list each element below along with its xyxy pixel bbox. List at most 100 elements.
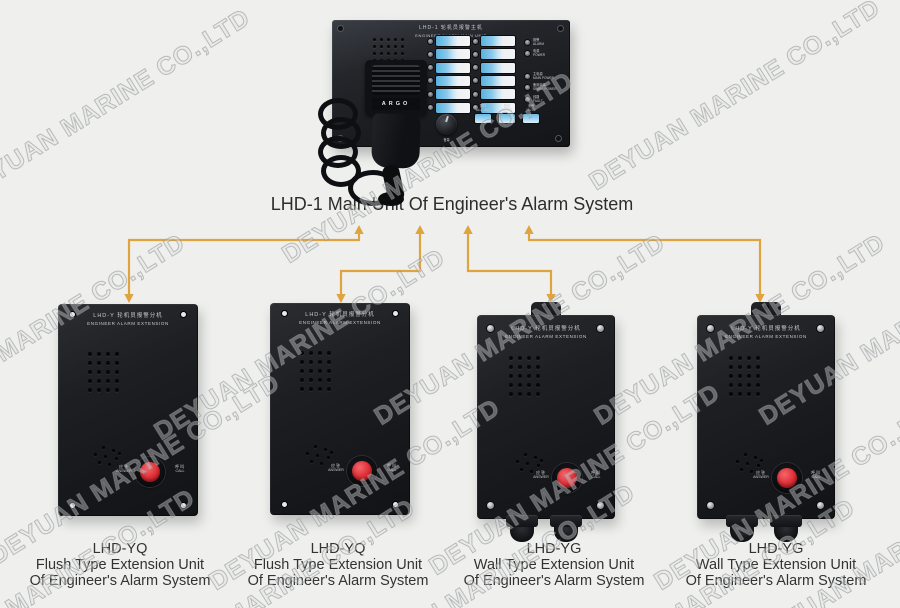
corner-screw: [282, 311, 287, 316]
indicator-led: [525, 40, 530, 46]
extension-unit-1: LHD-Y 轮机员报警分机 ENGINEER ALARM EXTENSION 应…: [58, 304, 198, 516]
corner-screw: [597, 325, 604, 332]
unit-title: LHD-Y 轮机员报警分机 ENGINEER ALARM EXTENSION: [58, 313, 198, 326]
call-button: [777, 468, 797, 488]
call-label: 呼叫 CALL: [175, 464, 185, 473]
panel-button: [475, 114, 491, 124]
unit-title-en: ENGINEER ALARM EXTENSION: [87, 320, 169, 326]
unit-caption-2: LHD-YQ Flush Type Extension Unit Of Engi…: [228, 541, 448, 589]
call-label: 呼叫 CALL: [591, 470, 601, 479]
corner-screw: [282, 502, 287, 507]
corner-screw: [487, 325, 494, 332]
microphone-holes: [515, 453, 545, 475]
corner-screw: [707, 502, 714, 509]
volume-knob-label: 音量: [443, 138, 450, 142]
microphone-holes: [305, 445, 335, 467]
window-led: [428, 65, 433, 71]
cable-gland: [550, 515, 582, 543]
alarm-label-window: [436, 49, 470, 60]
main-panel-title-cn: LHD-1 轮机员报警主机: [419, 25, 483, 31]
mic-cable-coil: [321, 155, 361, 187]
corner-screw: [393, 311, 398, 316]
alarm-label-window: [481, 102, 515, 113]
cable-gland: [506, 515, 538, 543]
alarm-window-grid: [332, 20, 570, 147]
connector-arrow-2: [339, 233, 422, 296]
window-led: [428, 105, 433, 110]
unit-title-cn: LHD-Y 轮机员报警分机: [305, 312, 375, 318]
alarm-label-window: [436, 75, 470, 86]
alarm-label-window: [436, 89, 470, 100]
indicator-led: [525, 74, 530, 80]
unit-caption-4: LHD-YG Wall Type Extension Unit Of Engin…: [666, 541, 886, 589]
extension-unit-4: LHD-Y 轮机员报警分机 ENGINEER ALARM EXTENSION 应…: [697, 302, 835, 542]
corner-screw: [707, 325, 714, 332]
panel-button: [499, 114, 515, 124]
alarm-label-window: [436, 62, 470, 73]
answer-label: 应答 ANSWER: [533, 470, 549, 479]
alarm-label-window: [436, 102, 470, 113]
call-button: [140, 462, 160, 482]
call-button: [557, 468, 577, 488]
unit-caption-1: LHD-YQ Flush Type Extension Unit Of Engi…: [10, 541, 230, 589]
unit-title-en: ENGINEER ALARM EXTENSION: [299, 319, 381, 325]
answer-label: 应答 ANSWER: [116, 464, 132, 473]
mic-body: [371, 113, 421, 169]
corner-screw: [817, 502, 824, 509]
unit-title-cn: LHD-Y 轮机员报警分机: [93, 313, 163, 319]
microphone-holes: [735, 453, 765, 475]
volume-knob: [436, 114, 457, 135]
arrowheads: [124, 225, 765, 303]
panel-screw: [556, 136, 561, 141]
answer-label: 应答 ANSWER: [328, 463, 344, 472]
corner-screw: [597, 502, 604, 509]
main-panel-title: LHD-1 轮机员报警主机 ENGINEER ALARM MAIN UNIT: [332, 25, 570, 38]
corner-screw: [181, 503, 186, 508]
extension-unit-2: LHD-Y 轮机员报警分机 ENGINEER ALARM EXTENSION 应…: [270, 303, 410, 515]
connector-arrow-4: [527, 233, 762, 296]
indicator-led: [525, 51, 530, 57]
corner-screw: [393, 502, 398, 507]
main-unit-panel: LHD-1 轮机员报警主机 ENGINEER ALARM MAIN UNIT 报…: [318, 20, 570, 206]
window-led: [428, 51, 433, 57]
unit-title-en: ENGINEER ALARM EXTENSION: [725, 333, 807, 339]
main-unit-caption: LHD-1 Main Unit Of Engineer's Alarm Syst…: [270, 194, 634, 214]
window-led: [473, 105, 478, 110]
unit-title-cn: LHD-Y 轮机员报警分机: [511, 326, 581, 332]
alarm-label-window: [481, 75, 515, 86]
microphone-holes: [93, 446, 123, 468]
window-led: [473, 78, 478, 84]
corner-screw: [70, 503, 75, 508]
mounting-tab: [531, 302, 561, 315]
unit-model: LHD-YQ: [310, 541, 366, 557]
alarm-label-window: [481, 89, 515, 100]
cable-gland: [726, 515, 758, 543]
alarm-label-window: [481, 62, 515, 73]
cable-gland: [770, 515, 802, 543]
indicator-led: [525, 97, 530, 103]
alarm-label-window: [481, 49, 515, 60]
call-label: 呼叫 CALL: [811, 470, 821, 479]
unit-title: LHD-Y 轮机员报警分机 ENGINEER ALARM EXTENSION: [270, 312, 410, 325]
window-led: [428, 91, 433, 97]
window-led: [428, 78, 433, 84]
alarm-label-window: [436, 36, 470, 46]
alarm-label-window: [481, 36, 515, 46]
panel-button: [523, 114, 539, 124]
corner-screw: [487, 502, 494, 509]
connector-arrow-1: [127, 233, 361, 296]
window-led: [473, 65, 478, 71]
